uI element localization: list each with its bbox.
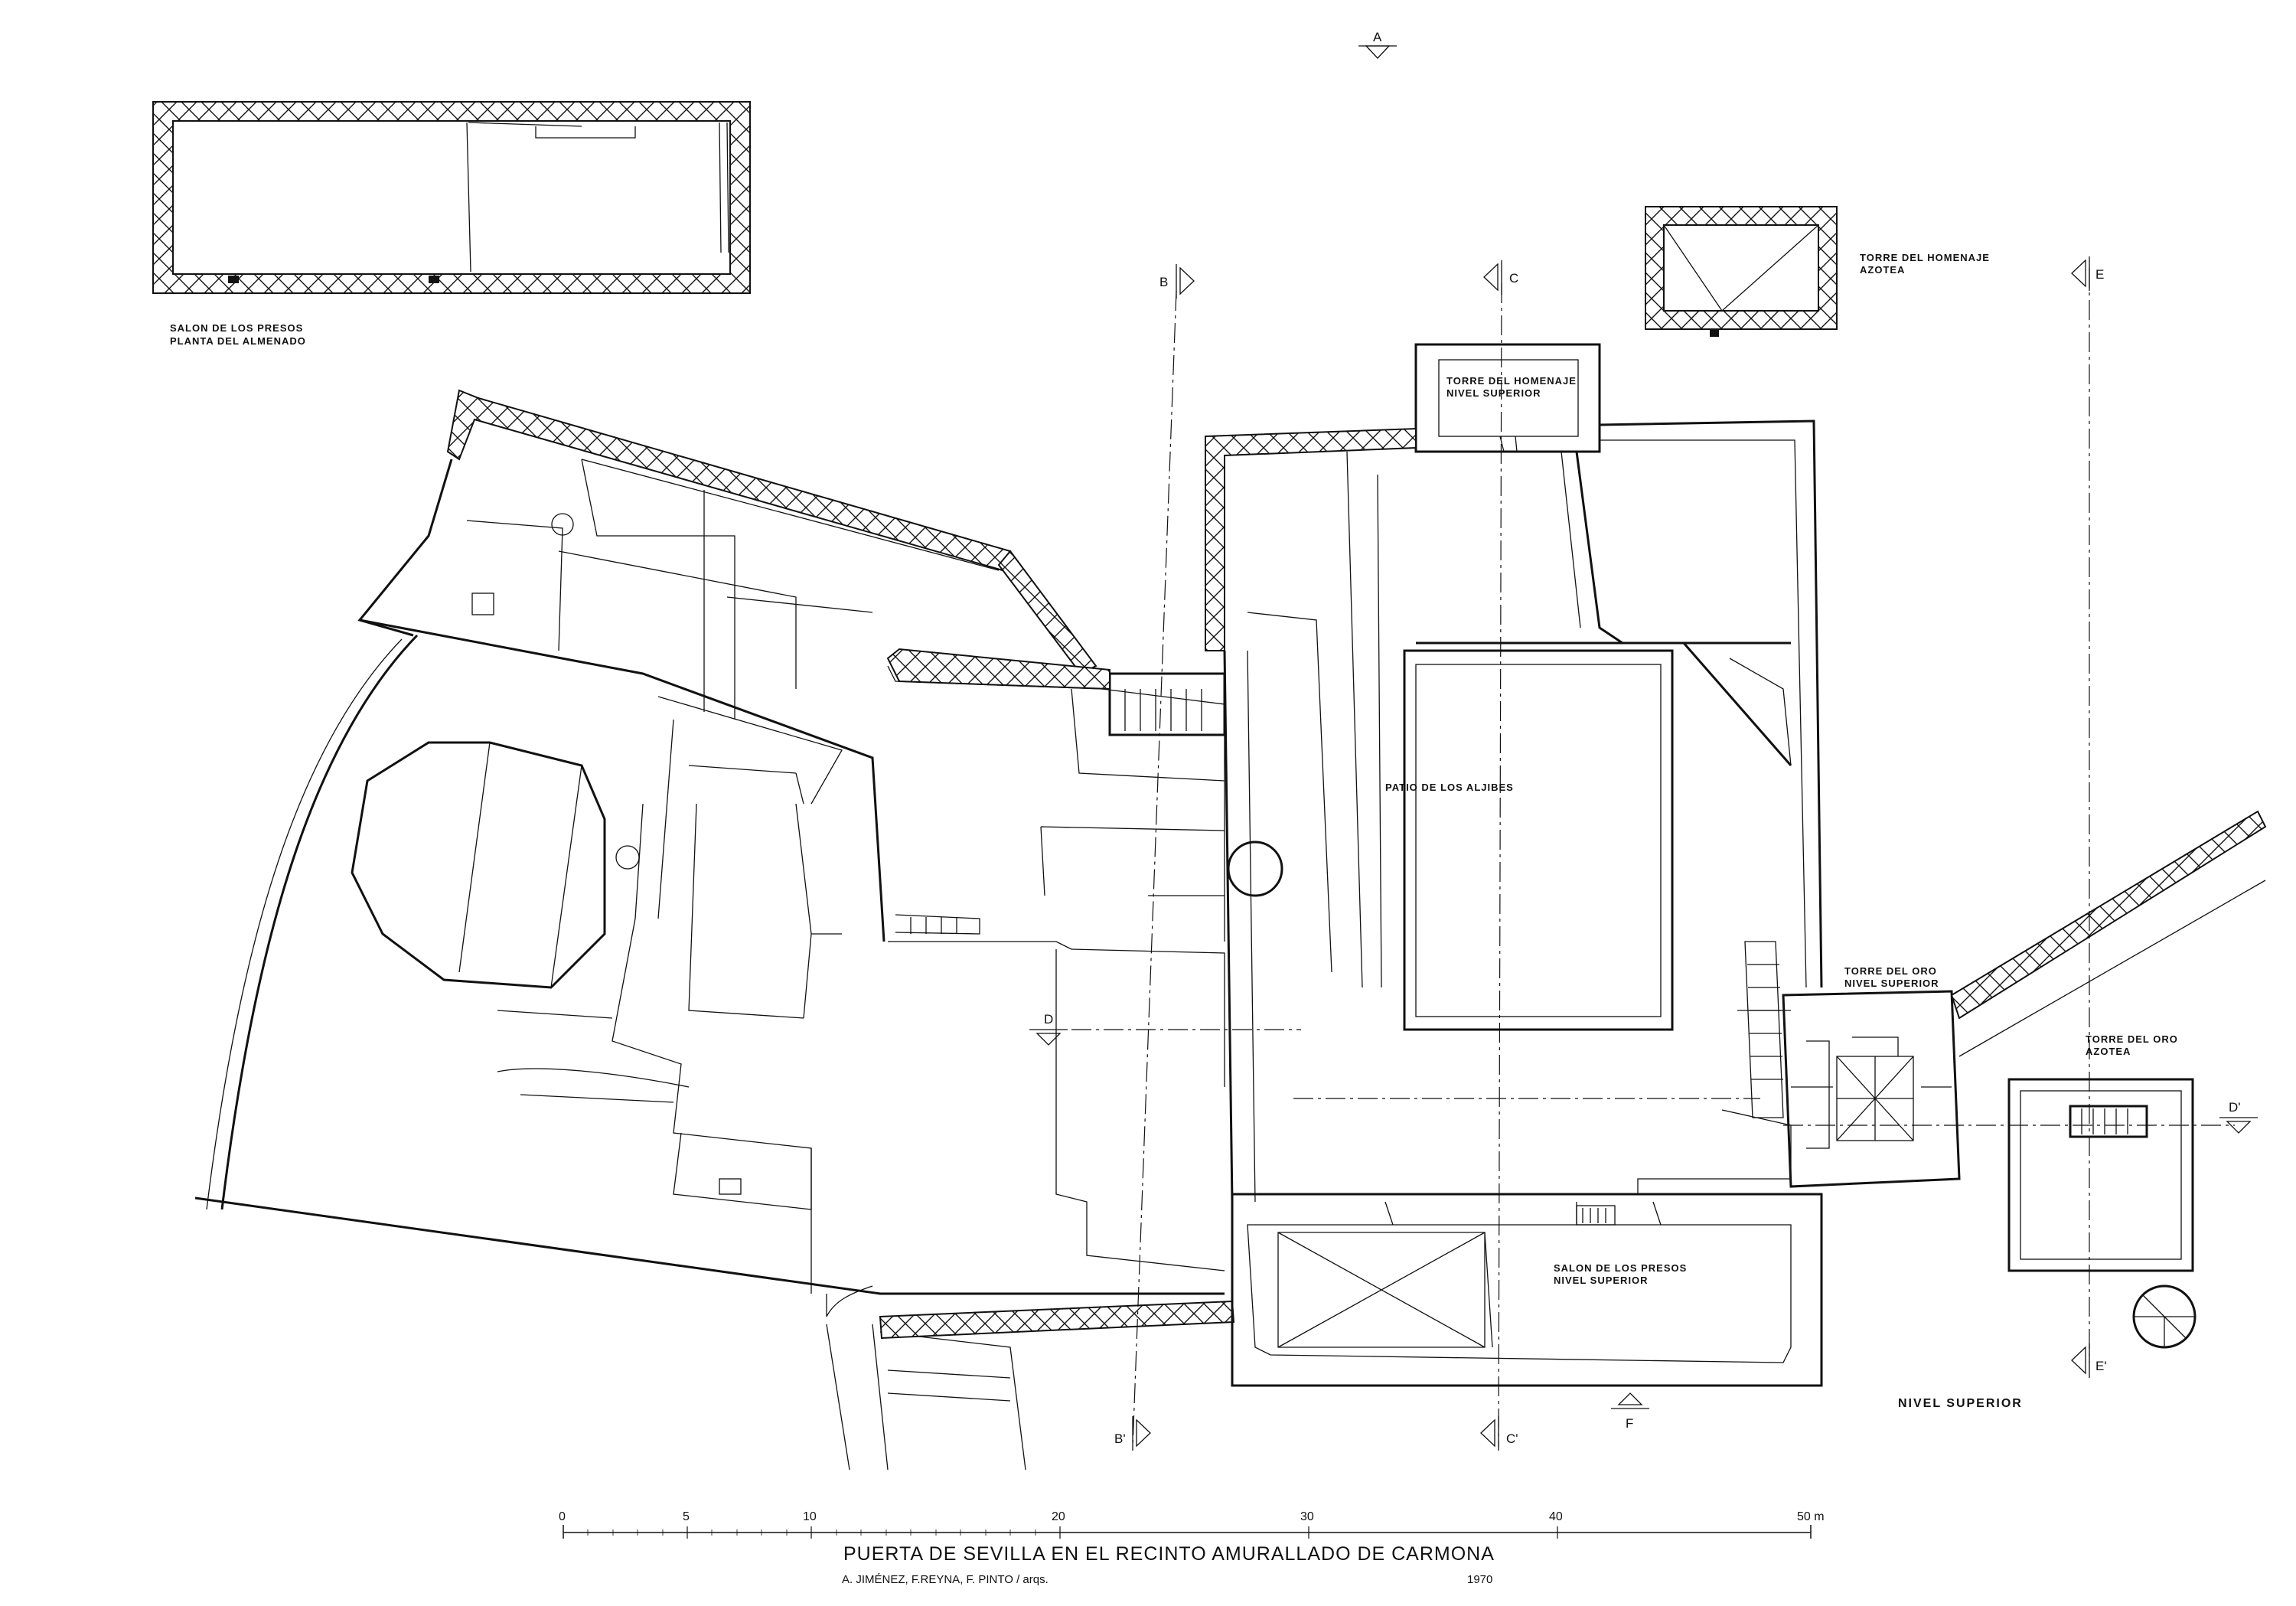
homenaje-azotea-plan bbox=[1645, 206, 1838, 337]
aljibes-complex bbox=[1205, 419, 1823, 1209]
scale-tick-20: 20 bbox=[1052, 1510, 1065, 1523]
section-e2-label: E' bbox=[2095, 1359, 2107, 1373]
salon-almenado-label-1: SALON DE LOS PRESOS bbox=[170, 322, 303, 334]
section-marker-b: B bbox=[1159, 264, 1195, 299]
section-marker-c: C bbox=[1483, 260, 1518, 295]
section-e-label: E bbox=[2095, 267, 2104, 282]
western-complex bbox=[194, 389, 1235, 1471]
homenaje-azotea-label-1: TORRE DEL HOMENAJE bbox=[1860, 252, 1990, 263]
torre-oro-superior-plan bbox=[1782, 810, 2267, 1188]
level-label: NIVEL SUPERIOR bbox=[1898, 1397, 2023, 1410]
section-f-label: F bbox=[1626, 1416, 1633, 1431]
homenaje-superior-plan bbox=[1414, 343, 1601, 453]
homenaje-azotea-label-2: AZOTEA bbox=[1860, 264, 1905, 276]
salon-almenado-plan bbox=[152, 101, 751, 294]
drawing-title: PUERTA DE SEVILLA EN EL RECINTO AMURALLA… bbox=[843, 1543, 1495, 1565]
section-marker-b2: B' bbox=[1114, 1416, 1151, 1451]
salon-superior-label-2: NIVEL SUPERIOR bbox=[1554, 1275, 1649, 1286]
section-a-label: A bbox=[1373, 30, 1382, 44]
scale-tick-0: 0 bbox=[559, 1510, 566, 1523]
salon-superior-plan bbox=[1231, 1193, 1823, 1387]
salon-superior-label-1: SALON DE LOS PRESOS bbox=[1554, 1262, 1687, 1274]
north-arrow-icon bbox=[2132, 1284, 2197, 1349]
homenaje-superior-label-2: NIVEL SUPERIOR bbox=[1446, 387, 1541, 399]
oro-superior-label-1: TORRE DEL ORO bbox=[1844, 965, 1937, 977]
section-d2-label: D' bbox=[2229, 1100, 2241, 1115]
patio-label: PATIO DE LOS ALJIBES bbox=[1385, 782, 1514, 793]
section-marker-f: F bbox=[1611, 1392, 1649, 1431]
oro-azotea-label-1: TORRE DEL ORO bbox=[2086, 1033, 2178, 1045]
section-b-label: B bbox=[1159, 275, 1168, 289]
section-b2-label: B' bbox=[1114, 1431, 1126, 1446]
section-marker-d2: D' bbox=[2219, 1100, 2258, 1134]
section-lines bbox=[1071, 268, 2235, 1448]
section-marker-d: D bbox=[1029, 1012, 1068, 1046]
oro-superior-label-2: NIVEL SUPERIOR bbox=[1844, 978, 1939, 989]
homenaje-superior-label-1: TORRE DEL HOMENAJE bbox=[1446, 375, 1577, 387]
torre-oro-azotea-plan bbox=[2007, 1078, 2194, 1272]
drawing-authors: A. JIMÉNEZ, F.REYNA, F. PINTO / arqs. bbox=[842, 1573, 1049, 1586]
salon-almenado-label-2: PLANTA DEL ALMENADO bbox=[170, 335, 306, 347]
scale-unit-label: 50 m bbox=[1797, 1510, 1825, 1523]
section-marker-c2: C' bbox=[1480, 1416, 1518, 1451]
scale-bar: 0 5 10 20 30 40 50 m bbox=[559, 1510, 1825, 1539]
drawing-year: 1970 bbox=[1467, 1573, 1492, 1586]
scale-tick-30: 30 bbox=[1300, 1510, 1314, 1523]
section-marker-e2: E' bbox=[2071, 1343, 2107, 1378]
scale-tick-40: 40 bbox=[1549, 1510, 1563, 1523]
section-c2-label: C' bbox=[1506, 1431, 1518, 1446]
section-marker-a: A bbox=[1358, 30, 1397, 59]
section-d-label: D bbox=[1044, 1012, 1053, 1027]
oro-azotea-label-2: AZOTEA bbox=[2086, 1046, 2131, 1057]
scale-tick-10: 10 bbox=[803, 1510, 817, 1523]
section-c-label: C bbox=[1509, 271, 1518, 286]
section-marker-e: E bbox=[2071, 256, 2104, 291]
scale-tick-5: 5 bbox=[683, 1510, 690, 1523]
